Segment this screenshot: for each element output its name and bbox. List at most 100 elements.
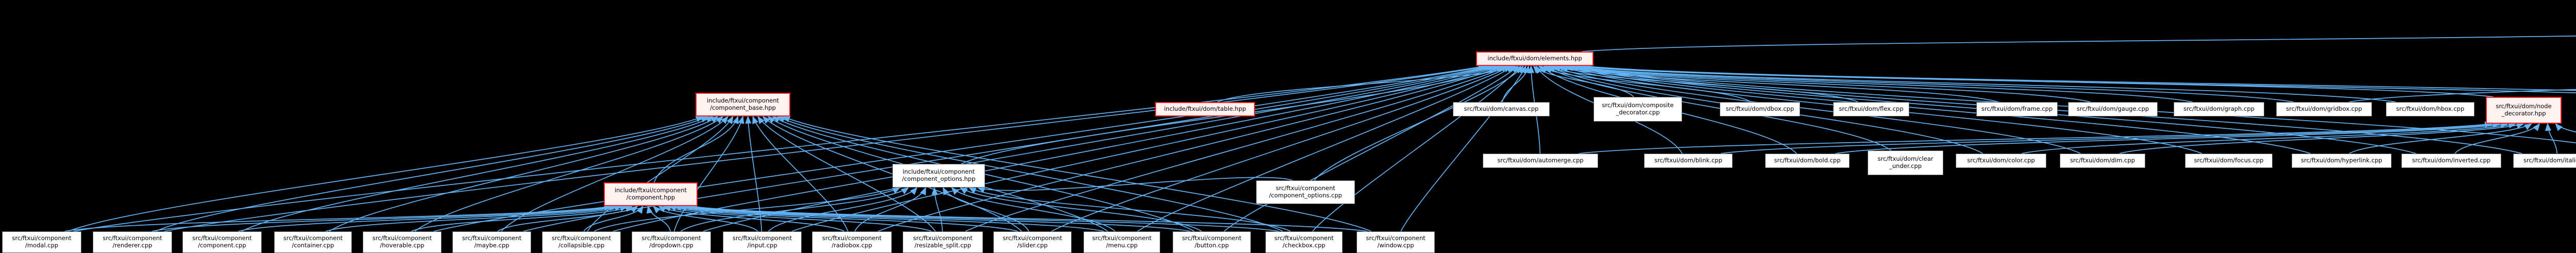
graph-node-checkbox-cpp[interactable]: src/ftxui/component/checkbox.cpp — [1265, 231, 1343, 253]
graph-node-node-decorator-hpp[interactable]: src/ftxui/dom/node_decorator.hpp — [2486, 97, 2562, 124]
graph-node-component-hpp[interactable]: include/ftxui/component/component.hpp — [604, 182, 698, 206]
graph-edge-component-cpp-to-component-hpp — [238, 205, 623, 232]
graph-edge-maybe-cpp-to-component-base-hpp — [501, 115, 729, 232]
graph-node-hyperlink-cpp[interactable]: src/ftxui/dom/hyperlink.cpp — [2292, 154, 2392, 168]
graph-node-color-cpp[interactable]: src/ftxui/dom/color.cpp — [1956, 154, 2046, 168]
graph-node-label: src/ftxui/dom/clear — [1877, 155, 1934, 163]
graph-edge-linear-gradient-cpp-to-node-decorator-hpp — [2555, 123, 2576, 133]
graph-node-label: /slider.cpp — [1017, 242, 1048, 249]
graph-node-label: src/ftxui/component — [551, 234, 612, 242]
graph-node-modal-cpp[interactable]: src/ftxui/component/modal.cpp — [2, 231, 81, 253]
graph-node-gauge-cpp[interactable]: src/ftxui/dom/gauge.cpp — [2068, 102, 2158, 116]
graph-edge-hbox-cpp-to-elements-hpp — [1568, 64, 2396, 103]
graph-edge-italic-cpp-to-node-decorator-hpp — [2545, 123, 2558, 154]
graph-edge-component-options-cpp-to-elements-hpp — [1314, 65, 1524, 181]
graph-edge-container-cpp-to-component-base-hpp — [329, 116, 719, 232]
graph-edge-renderer-cpp-to-component-hpp — [151, 204, 618, 232]
graph-node-label: src/ftxui/component — [283, 234, 343, 242]
graph-node-label: /modal.cpp — [25, 242, 59, 249]
graph-node-resizable-split-cpp[interactable]: src/ftxui/component/resizable_split.cpp — [903, 231, 983, 253]
graph-node-label: src/ftxui/dom/focus.cpp — [2194, 157, 2264, 164]
graph-node-blink-cpp[interactable]: src/ftxui/dom/blink.cpp — [1644, 154, 1733, 168]
graph-node-label: include/ftxui/component — [614, 187, 687, 194]
graph-node-label: src/ftxui/component — [12, 234, 72, 242]
graph-node-dim-cpp[interactable]: src/ftxui/dom/dim.cpp — [2060, 154, 2145, 168]
graph-node-clear-under-cpp[interactable]: src/ftxui/dom/clear_under.cpp — [1868, 150, 1943, 175]
graph-node-flex-cpp[interactable]: src/ftxui/dom/flex.cpp — [1833, 102, 1909, 116]
graph-node-component-options-cpp[interactable]: src/ftxui/component/component_options.cp… — [1256, 180, 1355, 204]
graph-node-label: src/ftxui/dom/bold.cpp — [1774, 157, 1841, 164]
graph-node-label: /renderer.cpp — [112, 242, 152, 249]
graph-node-label: include/ftxui/dom/table.hpp — [1164, 105, 1246, 113]
graph-node-component-cpp[interactable]: src/ftxui/component/component.cpp — [182, 231, 262, 253]
graph-edge-flexbox-cpp-to-elements-hpp — [1583, 63, 2576, 91]
graph-node-label: src/ftxui/dom/canvas.cpp — [1464, 105, 1539, 113]
graph-edge-input-cpp-to-component-base-hpp — [745, 115, 762, 232]
graph-node-hbox-cpp[interactable]: src/ftxui/dom/hbox.cpp — [2386, 102, 2475, 116]
graph-edge-collapsible-cpp-to-component-base-hpp — [587, 115, 734, 232]
graph-node-label: src/ftxui/dom/node — [2496, 103, 2552, 110]
graph-node-slider-cpp[interactable]: src/ftxui/component/slider.cpp — [993, 231, 1072, 253]
graph-node-container-cpp[interactable]: src/ftxui/component/container.cpp — [274, 231, 352, 253]
graph-node-table-hpp[interactable]: include/ftxui/dom/table.hpp — [1155, 102, 1255, 116]
graph-node-label: src/ftxui/dom/frame.cpp — [1981, 105, 2053, 113]
graph-node-graph-cpp[interactable]: src/ftxui/dom/graph.cpp — [2174, 102, 2264, 116]
graph-edge-container-cpp-to-component-hpp — [325, 205, 628, 232]
graph-node-component-options-hpp[interactable]: include/ftxui/component/component_option… — [892, 164, 985, 188]
graph-edge-bold-cpp-to-node-decorator-hpp — [1835, 122, 2509, 154]
graph-node-label: src/ftxui/dom/automerge.cpp — [1497, 157, 1584, 164]
graph-node-dbox-cpp[interactable]: src/ftxui/dom/dbox.cpp — [1720, 102, 1800, 116]
graph-node-window-cpp[interactable]: src/ftxui/component/window.cpp — [1357, 231, 1435, 253]
graph-node-frame-cpp[interactable]: src/ftxui/dom/frame.cpp — [1976, 102, 2058, 116]
graph-node-inverted-cpp[interactable]: src/ftxui/dom/inverted.cpp — [2401, 154, 2501, 168]
graph-node-radiobox-cpp[interactable]: src/ftxui/component/radiobox.cpp — [812, 231, 892, 253]
graph-node-collapsible-cpp[interactable]: src/ftxui/component/collapsible.cpp — [542, 231, 621, 253]
graph-node-composite-decorator-cpp[interactable]: src/ftxui/dom/composite_decorator.cpp — [1594, 97, 1682, 122]
graph-edge-window-cpp-to-elements-hpp — [1400, 65, 1527, 232]
graph-node-label: src/ftxui/component — [1182, 234, 1242, 242]
graph-node-hoverable-cpp[interactable]: src/ftxui/component/hoverable.cpp — [363, 231, 442, 253]
graph-node-label: /window.cpp — [1377, 242, 1414, 249]
graph-node-label: _decorator.cpp — [1616, 109, 1660, 116]
graph-node-label: src/ftxui/dom/hyperlink.cpp — [2301, 157, 2382, 164]
graph-node-canvas-cpp[interactable]: src/ftxui/dom/canvas.cpp — [1453, 102, 1550, 116]
graph-node-label: /checkbox.cpp — [1282, 242, 1326, 249]
graph-node-elements-hpp[interactable]: include/ftxui/dom/elements.hpp — [1476, 52, 1594, 66]
graph-node-label: src/ftxui/component — [1274, 234, 1334, 242]
graph-node-button-cpp[interactable]: src/ftxui/component/button.cpp — [1173, 231, 1251, 253]
graph-edge-canvas-cpp-to-elements-hpp — [1502, 65, 1531, 103]
graph-edge-dim-cpp-to-node-decorator-hpp — [2119, 122, 2524, 154]
graph-node-label: src/ftxui/component — [732, 234, 792, 242]
graph-node-bold-cpp[interactable]: src/ftxui/dom/bold.cpp — [1765, 154, 1850, 168]
graph-node-label: /radiobox.cpp — [832, 242, 872, 249]
graph-edge-button-cpp-to-elements-hpp — [1224, 65, 1519, 232]
graph-node-label: src/ftxui/component — [192, 234, 252, 242]
graph-node-component-base-hpp[interactable]: include/ftxui/component/component_base.h… — [696, 93, 790, 116]
graph-node-focus-cpp[interactable]: src/ftxui/dom/focus.cpp — [2185, 154, 2273, 168]
graph-node-label: /container.cpp — [292, 242, 334, 249]
graph-node-input-cpp[interactable]: src/ftxui/component/input.cpp — [723, 231, 802, 253]
graph-node-gridbox-cpp[interactable]: src/ftxui/dom/gridbox.cpp — [2276, 102, 2372, 116]
graph-node-automerge-cpp[interactable]: src/ftxui/dom/automerge.cpp — [1483, 154, 1598, 168]
graph-node-italic-cpp[interactable]: src/ftxui/dom/italic.cpp — [2513, 154, 2576, 168]
graph-edge-resizable-split-cpp-to-component-options-hpp — [931, 187, 943, 232]
graph-node-label: src/ftxui/component — [1092, 234, 1152, 242]
graph-node-menu-cpp[interactable]: src/ftxui/component/menu.cpp — [1083, 231, 1160, 253]
graph-node-renderer-cpp[interactable]: src/ftxui/component/renderer.cpp — [93, 231, 172, 253]
graph-node-label: src/ftxui/dom/blink.cpp — [1654, 157, 1722, 164]
graph-edge-collapsible-cpp-to-component-options-hpp — [594, 187, 901, 232]
graph-node-dropdown-cpp[interactable]: src/ftxui/component/dropdown.cpp — [632, 231, 711, 253]
graph-edge-renderer-cpp-to-component-base-hpp — [155, 116, 709, 232]
graph-edge-radiobox-cpp-to-elements-hpp — [877, 65, 1504, 232]
graph-edge-menu-cpp-to-elements-hpp — [1137, 65, 1514, 232]
graph-node-label: src/ftxui/component — [822, 234, 882, 242]
graph-node-label: src/ftxui/dom/dbox.cpp — [1725, 105, 1794, 113]
graph-edge-checkbox-cpp-to-component-base-hpp — [777, 116, 1283, 232]
graph-node-label: src/ftxui/dom/graph.cpp — [2183, 105, 2255, 113]
graph-node-maybe-cpp[interactable]: src/ftxui/component/maybe.cpp — [452, 231, 531, 253]
graph-edge-input-cpp-to-component-options-hpp — [768, 187, 918, 232]
graph-node-label: include/ftxui/component — [706, 97, 779, 105]
graph-node-label: src/ftxui/dom/gridbox.cpp — [2286, 105, 2362, 113]
graph-edge-slider-cpp-to-component-options-hpp — [942, 187, 1029, 232]
